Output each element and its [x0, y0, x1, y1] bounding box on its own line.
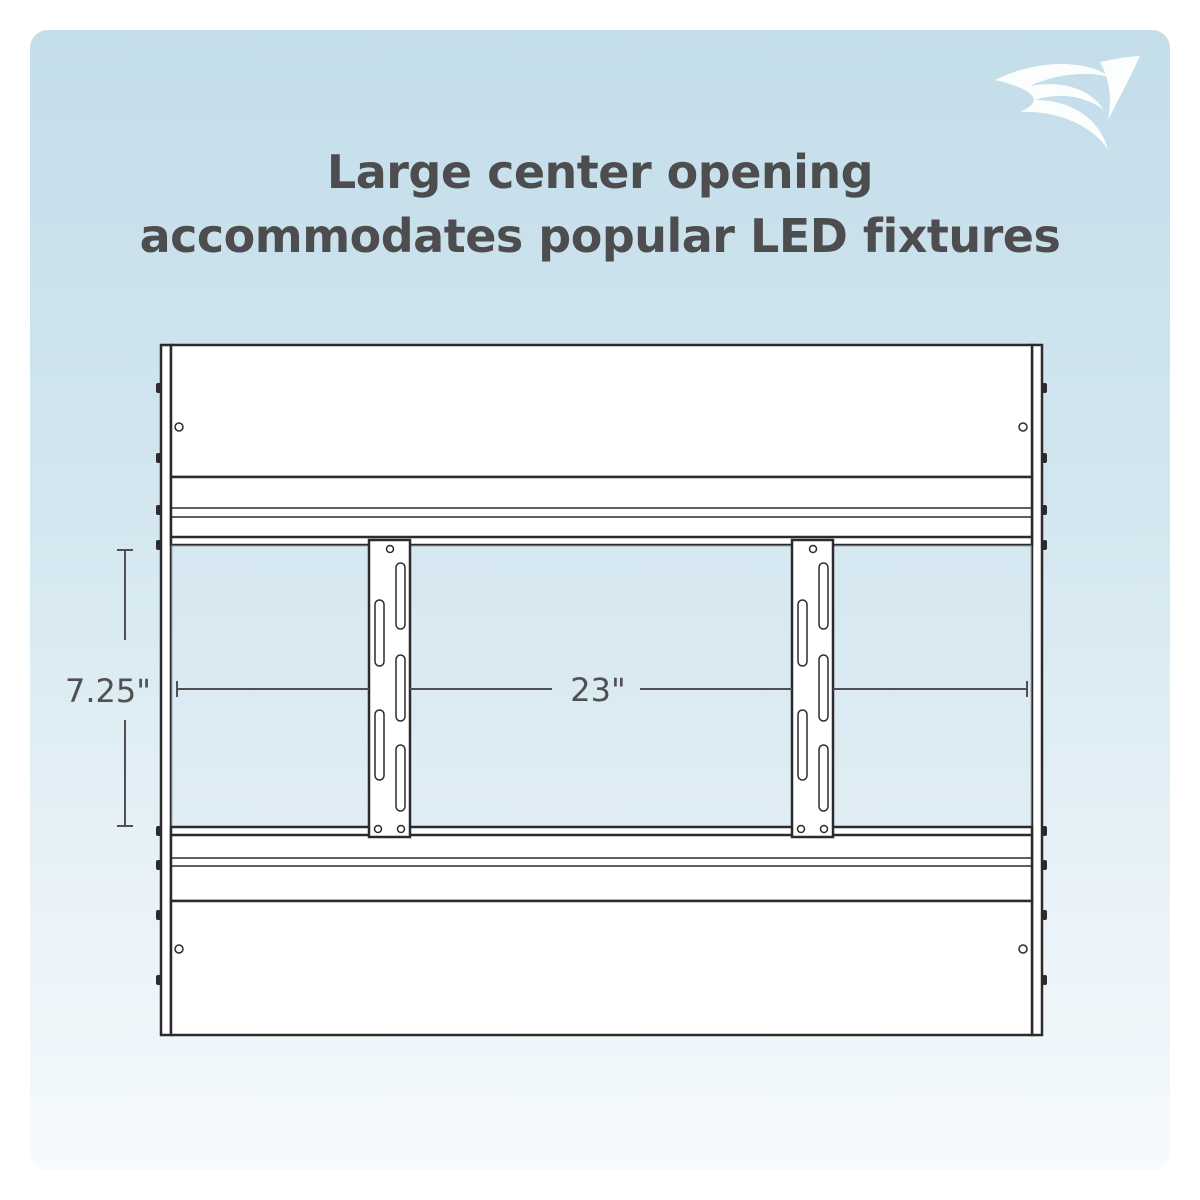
- right-mounting-bracket: [790, 538, 835, 839]
- right-side-rail: [1030, 343, 1047, 1037]
- bottom-cross-bar: [169, 825, 1034, 903]
- left-side-rail: [156, 343, 173, 1037]
- swoosh-logo-icon: [995, 56, 1140, 150]
- width-dimension: 23": [176, 671, 1028, 709]
- height-dimension-label: 7.25": [65, 672, 151, 710]
- headline-line-2: accommodates popular LED fixtures: [139, 209, 1061, 263]
- top-panel: [169, 343, 1034, 479]
- right-rail-rivets: [1042, 383, 1047, 985]
- top-cross-bar: [169, 475, 1034, 547]
- left-mounting-bracket: [367, 538, 412, 839]
- height-dimension: 7.25": [65, 549, 151, 827]
- headline: Large center opening accommodates popula…: [0, 140, 1200, 268]
- center-opening: [171, 545, 1032, 827]
- bottom-panel: [169, 899, 1034, 1037]
- left-rail-rivets: [156, 383, 161, 985]
- width-dimension-label: 23": [570, 671, 625, 709]
- headline-line-1: Large center opening: [326, 145, 874, 199]
